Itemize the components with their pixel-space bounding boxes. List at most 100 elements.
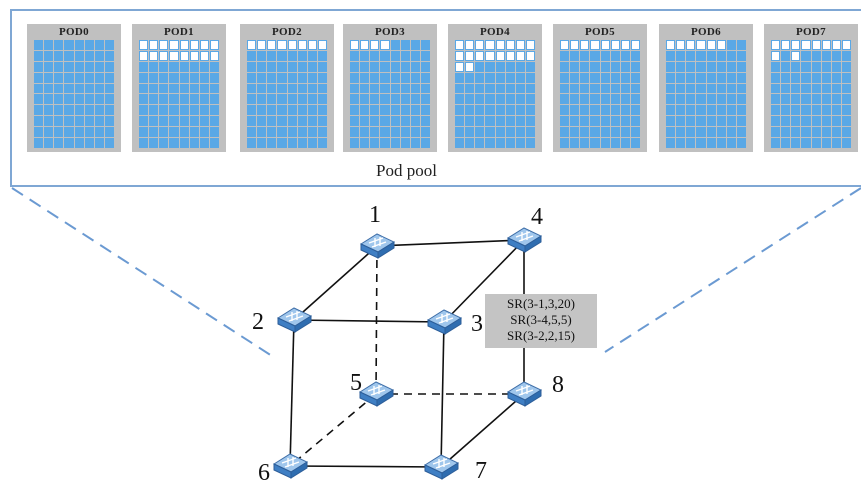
pod-slot-used [44,105,54,116]
pod-slot-used [380,83,390,94]
pod-slot-free [267,40,277,50]
pod-slot-used [600,61,610,72]
pod-slot-used [169,61,179,72]
switch-arrows [285,311,304,322]
pod-slot-used [104,40,114,50]
pod-slot-used [84,116,94,127]
pod-label: POD7 [796,26,826,38]
pod-slot-used [267,138,277,148]
pod-slot-used [247,83,257,94]
pod-slot-used [515,105,525,116]
pod-slot-used [64,116,74,127]
pod-slot-used [420,72,430,83]
pod-slot-used [706,105,716,116]
pod-slot-used [485,127,495,138]
zoom-line-left [11,187,273,357]
pod-slot-used [716,72,726,83]
pod-slot-used [525,116,535,127]
pod-slot-used [736,83,746,94]
pod-slot-used [179,61,189,72]
pod-slot-used [610,138,620,148]
pod-slot-used [74,83,84,94]
pod-label: POD3 [375,26,405,38]
pod-slot-used [811,61,821,72]
pod-slot-used [350,116,360,127]
pod-slot-used [350,138,360,148]
pod-slot-used [370,50,380,61]
pod-slot-used [580,72,590,83]
pod-label: POD5 [585,26,615,38]
pod-slot-used [277,72,287,83]
pod-slot-used [696,116,706,127]
pod-slot-used [199,127,209,138]
pod-slot-used [390,138,400,148]
pod-slot-used [600,83,610,94]
node-label-5: 5 [350,370,362,396]
pod-slot-used [696,50,706,61]
sr-line-1: SR(3-1,3,20) [507,296,575,311]
pod-slot-used [257,138,267,148]
pod-slot-used [247,94,257,105]
pod-slot-used [716,83,726,94]
pod-slot-used [410,116,420,127]
node-label-4: 4 [531,204,543,230]
pod-slot-used [277,50,287,61]
pod-label: POD1 [164,26,194,38]
pod-slot-free [169,50,179,61]
pod-slot-used [791,61,801,72]
pod-slot-used [841,72,851,83]
pod-slot-used [257,61,267,72]
pod-slot-used [620,50,630,61]
pod-slot-free [350,40,360,50]
pod-slot-used [630,138,640,148]
pod-slot-free [179,40,189,50]
pod-slot-used [600,94,610,105]
pod-slot-used [257,116,267,127]
pod-slot-free [287,40,297,50]
pod-slot-used [400,105,410,116]
pod-slot-used [726,61,736,72]
pod-slot-used [54,116,64,127]
pod-slot-used [159,83,169,94]
pod-slot-used [307,138,317,148]
pod-slot-used [257,50,267,61]
pod-slot-used [801,116,811,127]
pod-slot-used [726,72,736,83]
pod-slot-used [771,105,781,116]
pod-slot-used [104,105,114,116]
pod-slot-used [199,105,209,116]
pod-slot-used [420,61,430,72]
pod-slot-used [277,127,287,138]
pod-slot-used [420,105,430,116]
pod-slot-used [84,50,94,61]
pod-slot-used [821,83,831,94]
pod-slot-used [209,116,219,127]
pod-slot-used [475,94,485,105]
pod-slot-used [525,105,535,116]
pod-slot-used [630,83,640,94]
pod-0: POD0 [27,24,121,152]
pod-slot-used [706,138,716,148]
pod-slot-used [94,105,104,116]
pod-slot-used [791,83,801,94]
pod-slot-used [84,94,94,105]
pod-slot-used [350,105,360,116]
pod-slot-used [560,72,570,83]
pod-slot-used [560,83,570,94]
pod-slot-used [811,105,821,116]
pod-slot-used [287,61,297,72]
pod-slot-used [801,94,811,105]
pod-slot-free [485,40,495,50]
pod-slot-used [380,138,390,148]
pod-slot-used [297,50,307,61]
pod-slot-used [257,105,267,116]
pod-slot-used [696,138,706,148]
pod-slot-free [716,40,726,50]
pod-slot-used [791,138,801,148]
pod-slot-used [44,138,54,148]
link-3-7 [440,321,445,468]
pod-slot-used [841,105,851,116]
pod-slot-used [841,127,851,138]
pod-slot-used [821,138,831,148]
